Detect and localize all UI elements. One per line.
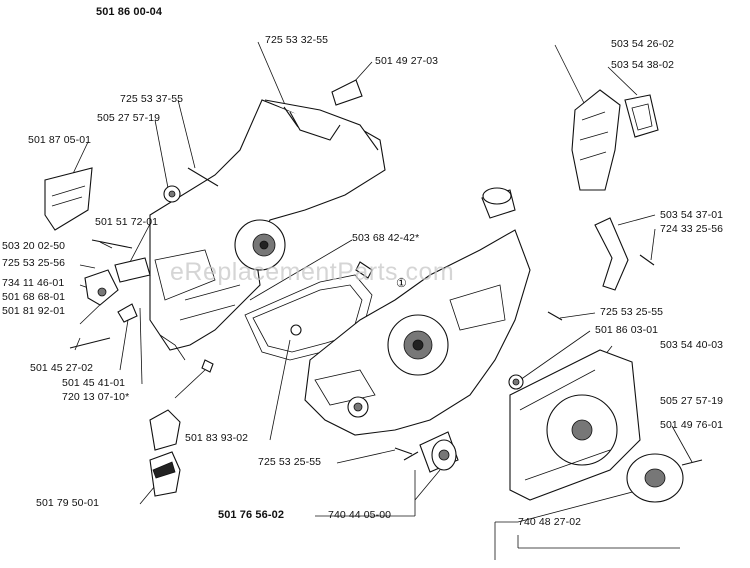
part-label-501517201: 501 51 72-01 bbox=[95, 216, 159, 228]
part-label-501452702: 501 45 27-02 bbox=[30, 362, 94, 374]
part-label-505275719-right: 505 27 57-19 bbox=[660, 395, 724, 407]
part-label-740482702: 740 48 27-02 bbox=[518, 516, 582, 528]
part-label-501686801: 501 68 68-01 bbox=[2, 291, 66, 303]
deflector-parts bbox=[547, 89, 659, 321]
adjuster-parts bbox=[84, 257, 214, 373]
part-label-503544003: 503 54 40-03 bbox=[660, 339, 724, 351]
part-label-734114601: 734 11 46-01 bbox=[2, 277, 65, 289]
part-label-725532555-right: 725 53 25-55 bbox=[600, 306, 664, 318]
seal-bearing bbox=[394, 431, 459, 473]
part-label-720130710: 720 13 07-10* bbox=[62, 391, 130, 403]
part-label-503684242: 503 68 42-42* bbox=[352, 232, 420, 244]
top-cap bbox=[331, 79, 363, 106]
part-label-501870501: 501 87 05-01 bbox=[28, 134, 92, 146]
part-label-501795001: 501 79 50-01 bbox=[36, 497, 100, 509]
watermark: eReplacementParts.com bbox=[170, 258, 455, 286]
diagram-title: 501 86 00-04 bbox=[96, 6, 163, 18]
clutch-drum bbox=[626, 453, 703, 503]
right-crankcase-half bbox=[304, 187, 531, 436]
part-label-501497601: 501 49 76-01 bbox=[660, 419, 724, 431]
part-label-501454101: 501 45 41-01 bbox=[62, 377, 126, 389]
part-label-503542602: 503 54 26-02 bbox=[611, 38, 675, 50]
part-label-725533255: 725 53 32-55 bbox=[265, 34, 329, 46]
part-label-503200250: 503 20 02-50 bbox=[2, 240, 66, 252]
part-label-725532555-bottom: 725 53 25-55 bbox=[258, 456, 322, 468]
part-label-724332556: 724 33 25-56 bbox=[660, 223, 724, 235]
side-plate bbox=[44, 167, 93, 231]
callout-marker: ① bbox=[396, 276, 407, 290]
chain-catcher bbox=[149, 409, 181, 497]
part-label-501492703: 501 49 27-03 bbox=[375, 55, 439, 67]
part-label-740440500: 740 44 05-00 bbox=[328, 509, 392, 521]
part-label-501860301: 501 86 03-01 bbox=[595, 324, 659, 336]
part-label-501839302: 501 83 93-02 bbox=[185, 432, 249, 444]
left-crankcase-half bbox=[149, 99, 386, 361]
part-label-725533755: 725 53 37-55 bbox=[120, 93, 184, 105]
part-label-503543802: 503 54 38-02 bbox=[611, 59, 675, 71]
part-label-725532556-left: 725 53 25-56 bbox=[2, 257, 66, 269]
bolts-left bbox=[69, 106, 299, 349]
clutch-cover-plate bbox=[509, 349, 641, 501]
part-label-501819201: 501 81 92-01 bbox=[2, 305, 66, 317]
part-label-501765602: 501 76 56-02 bbox=[218, 509, 285, 521]
part-label-503543701: 503 54 37-01 bbox=[660, 209, 724, 221]
part-label-505275719-left: 505 27 57-19 bbox=[97, 112, 161, 124]
